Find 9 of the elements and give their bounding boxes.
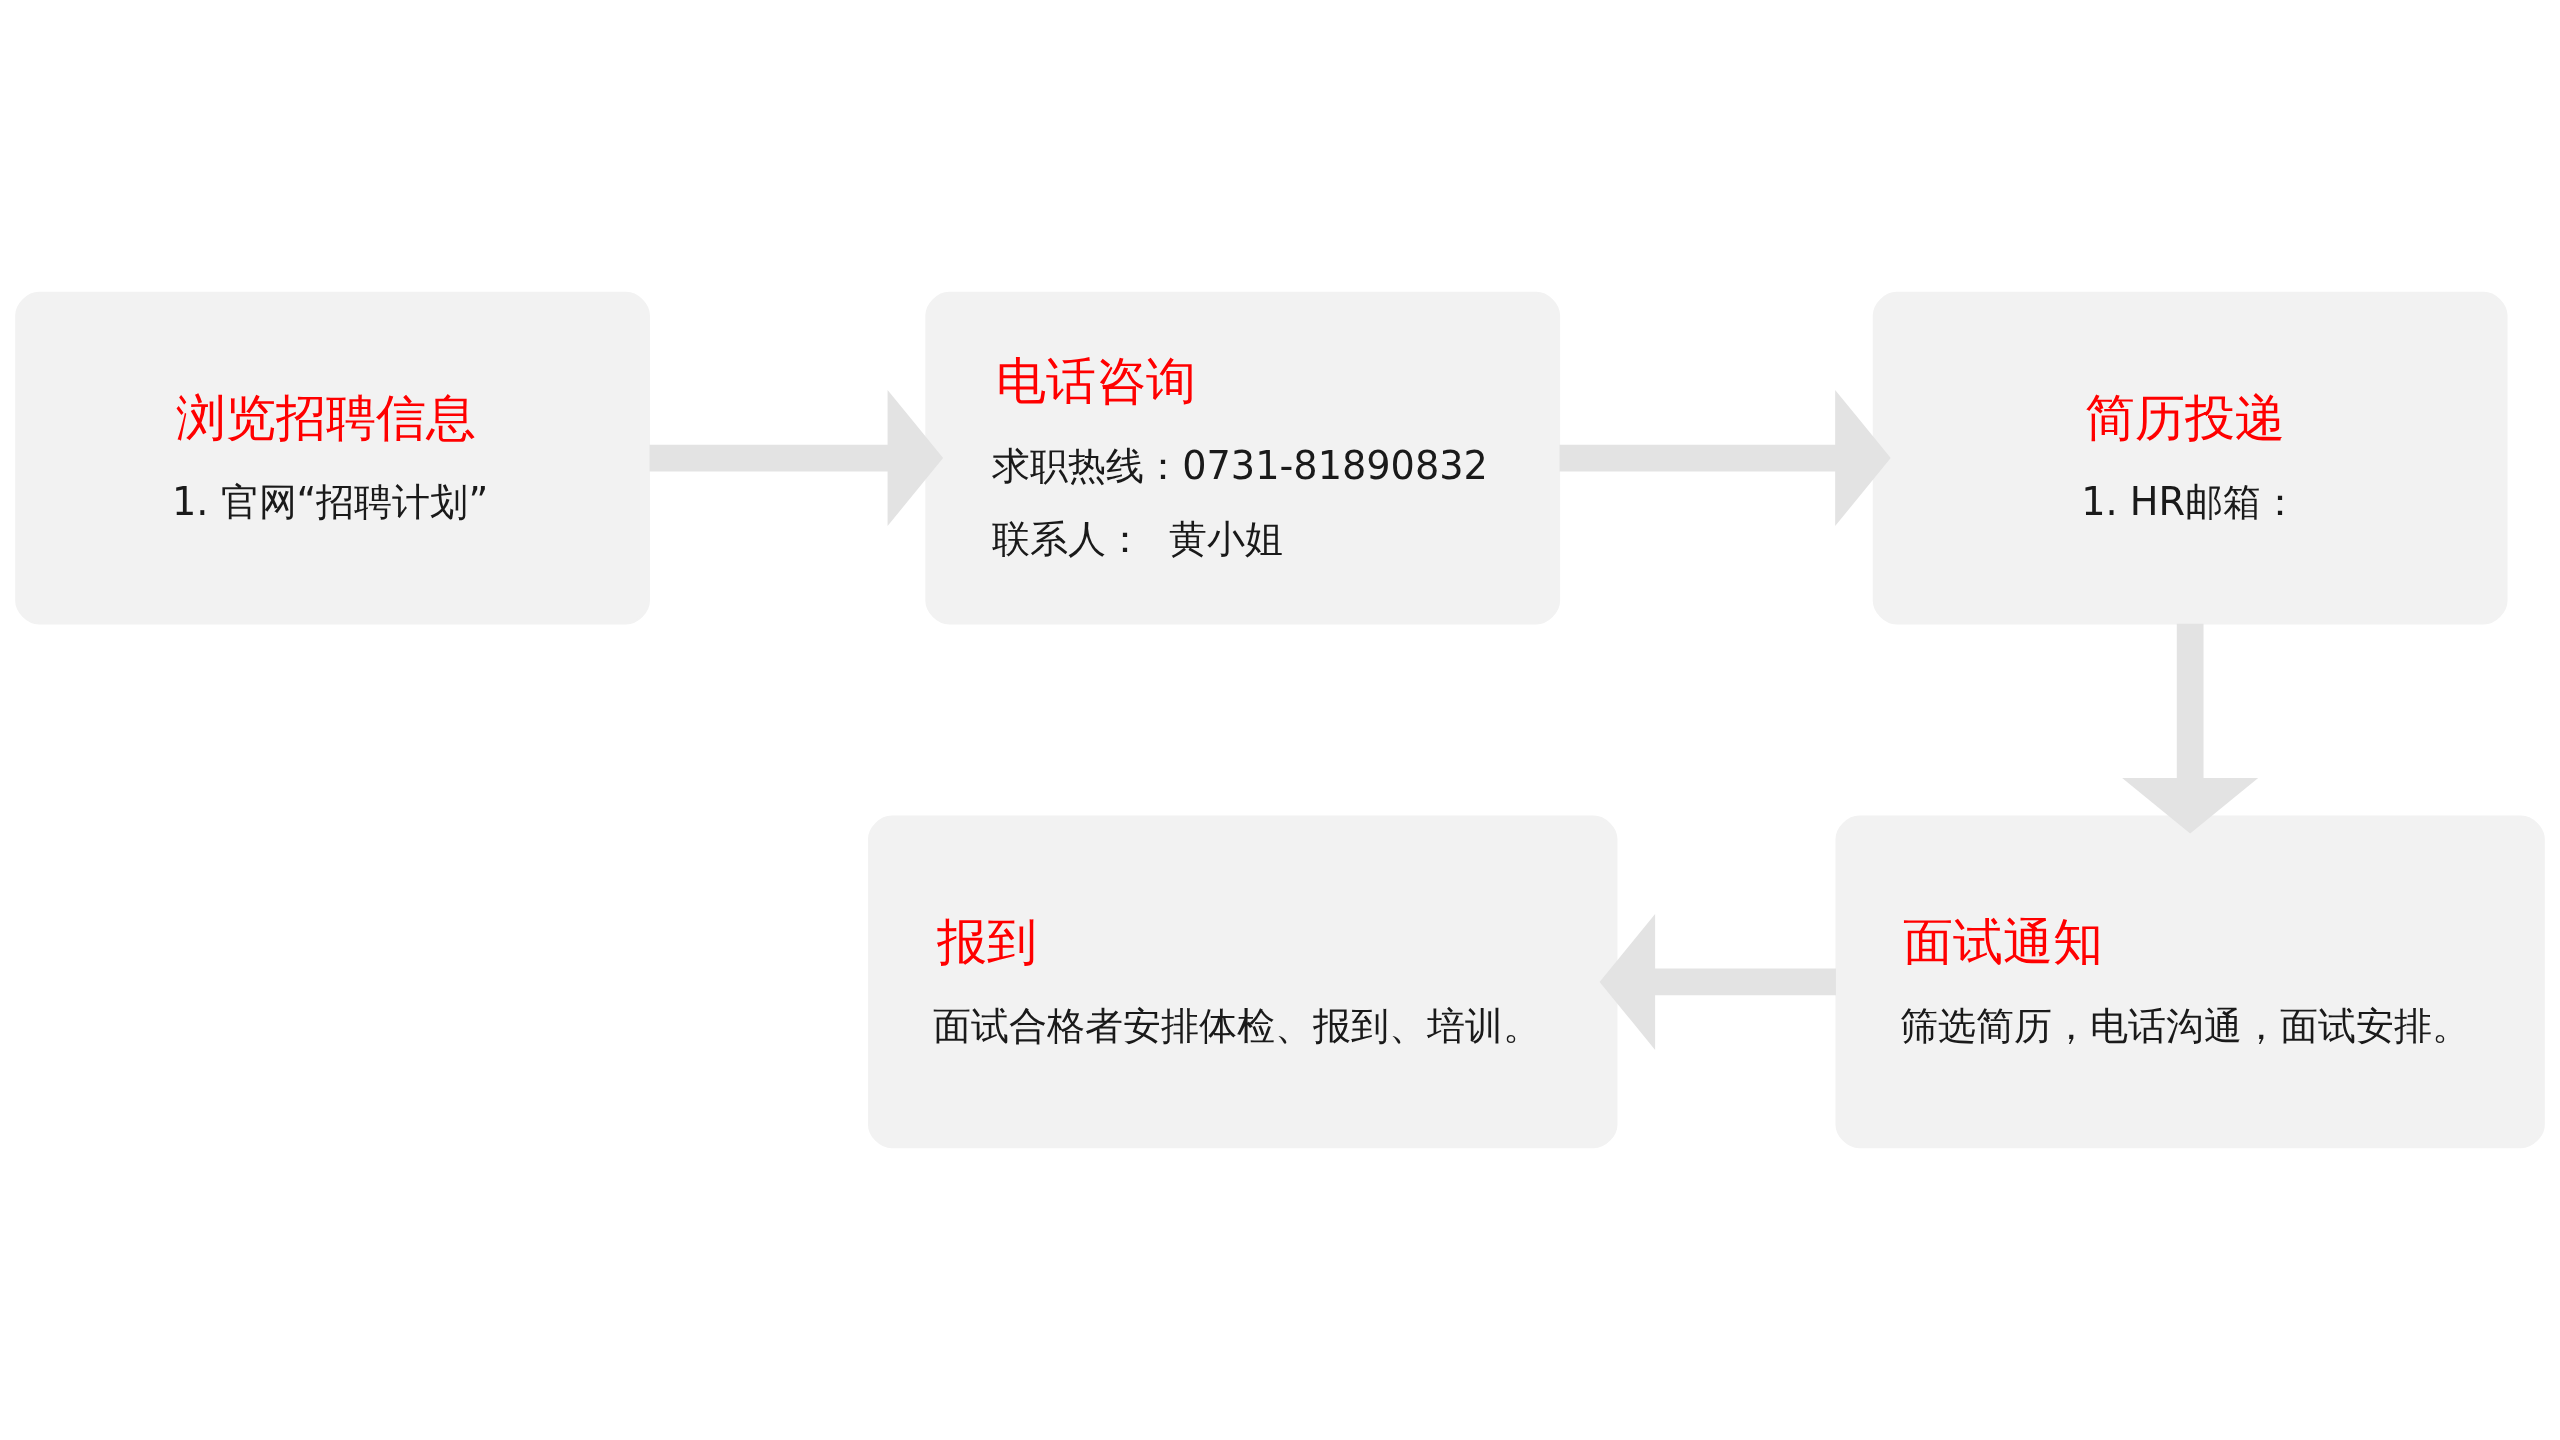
node-box: 报到 面试合格者安排体检、报到、培训。 [867, 815, 1618, 1149]
arrow [2122, 623, 2259, 834]
node-box: 面试通知 筛选简历，电话沟通，面试安排。 [1835, 815, 2545, 1149]
arrow [649, 390, 944, 527]
arrow [1599, 913, 1836, 1050]
node-box: 浏览招聘信息 1. 官网“招聘计划” [15, 291, 650, 625]
node-box: 简历投递 1. HR邮箱： [1872, 291, 2508, 625]
node-box: 电话咨询 求职热线：0731-81890832 联系人： 黄小姐 [925, 291, 1561, 625]
arrow [1559, 390, 1891, 527]
